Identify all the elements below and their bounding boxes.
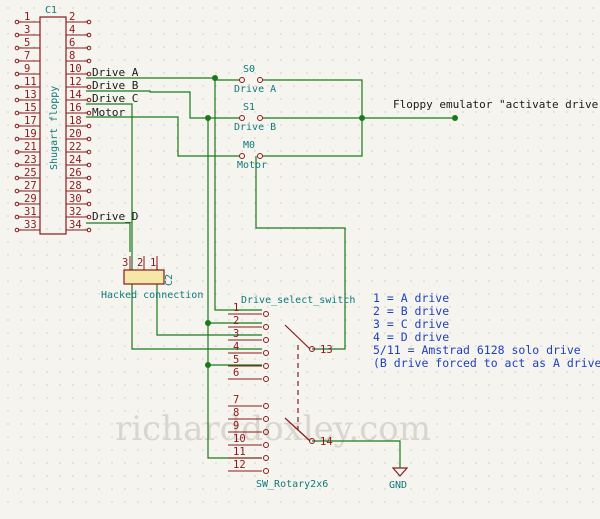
net-drive-c: Drive_C [92, 92, 138, 105]
hacked-value: Hacked connection [101, 290, 203, 301]
switch-position: 5 [233, 354, 239, 366]
hacked-pin-1: 1 [150, 257, 156, 269]
switch-common-b: 14 [320, 436, 333, 448]
connector-pin-right: 16 [69, 102, 82, 114]
jumper-s1-value: Drive B [234, 122, 276, 133]
note-line-1: 1 = A drive [373, 291, 449, 305]
connector-pin-left: 15 [24, 102, 37, 114]
connector-pin-left: 11 [24, 76, 37, 88]
note-line-2: 2 = B drive [373, 304, 449, 318]
net-drive-b: Drive_B [92, 79, 139, 92]
connector-pin-right: 18 [69, 115, 82, 127]
connector-pin-left: 17 [24, 115, 37, 127]
connector-pin-right: 34 [69, 219, 82, 231]
connector-pin-right: 24 [69, 154, 82, 166]
switch-position: 9 [233, 420, 239, 432]
hacked-pin-3: 3 [122, 257, 128, 269]
rotary-switch: Drive_select_switch SW_Rotary2x6 13 14 1… [228, 295, 355, 490]
switch-common-a: 13 [320, 344, 333, 356]
connector-pin-right: 30 [69, 193, 82, 205]
jumper-s1: S1 Drive B [234, 102, 276, 133]
connector-pin-left: 21 [24, 141, 37, 153]
connector-pin-right: 2 [69, 11, 75, 23]
switch-position: 3 [233, 328, 239, 340]
connector-label: Shugart floppy [49, 86, 60, 170]
switch-position: 1 [233, 302, 239, 314]
connector-pin-right: 12 [69, 76, 82, 88]
connector-pin-left: 33 [24, 219, 37, 231]
jumper-s0: S0 Drive A [234, 64, 276, 95]
hacked-connector-c2: 3 2 1 C2 Hacked connection [101, 256, 203, 301]
connector-pin-left: 25 [24, 167, 37, 179]
emulator-label: Floppy emulator "activate drive" [393, 98, 600, 111]
jumper-s1-ref: S1 [243, 102, 255, 113]
net-drive-d: Drive_D [92, 210, 138, 223]
junctions [205, 75, 458, 368]
connector-pin-right: 28 [69, 180, 82, 192]
note-line-3: 3 = C drive [373, 317, 449, 331]
switch-position: 2 [233, 315, 239, 327]
connector-pin-left: 31 [24, 206, 37, 218]
net-drive-a: Drive_A [92, 66, 139, 79]
connector-pin-right: 22 [69, 141, 82, 153]
hacked-ref: C2 [164, 274, 175, 286]
connector-ref: C1 [45, 5, 57, 16]
connector-pin-left: 9 [24, 63, 30, 75]
connector-pin-right: 20 [69, 128, 82, 140]
notes: 1 = A drive 2 = B drive 3 = C drive 4 = … [373, 291, 600, 370]
jumper-s0-ref: S0 [243, 64, 255, 75]
connector-pin-right: 4 [69, 24, 75, 36]
grid-dots [7, 7, 594, 503]
switch-position: 8 [233, 407, 239, 419]
gnd-symbol: GND [389, 467, 409, 491]
note-line-6: (B drive forced to act as A drive) [373, 356, 600, 370]
connector-pin-right: 10 [69, 63, 82, 75]
note-line-5: 5/11 = Amstrad 6128 solo drive [373, 343, 581, 357]
jumper-m0-value: Motor [237, 160, 267, 171]
connector-pin-left: 3 [24, 24, 30, 36]
connector-pin-left: 7 [24, 50, 30, 62]
hacked-pin-2: 2 [137, 257, 143, 269]
connector-pin-right: 32 [69, 206, 82, 218]
connector-pin-right: 26 [69, 167, 82, 179]
jumper-m0-ref: M0 [243, 140, 255, 151]
net-motor: Motor [92, 106, 125, 119]
connector-pin-right: 6 [69, 37, 75, 49]
watermark: richarddoxley.com [115, 409, 431, 449]
switch-value: SW_Rotary2x6 [256, 479, 328, 490]
connector-c1: C1 Shugart floppy 1357911131517192123252… [14, 5, 92, 235]
connector-pin-left: 27 [24, 180, 37, 192]
connector-pin-left: 23 [24, 154, 37, 166]
switch-position: 11 [233, 446, 246, 458]
switch-position: 10 [233, 433, 246, 445]
switch-position: 7 [233, 394, 239, 406]
gnd-label: GND [389, 480, 407, 491]
connector-pin-left: 29 [24, 193, 37, 205]
connector-pin-left: 1 [24, 11, 30, 23]
switch-position: 12 [233, 459, 246, 471]
jumper-s0-value: Drive A [234, 84, 276, 95]
connector-pin-right: 8 [69, 50, 75, 62]
connector-pin-left: 13 [24, 89, 37, 101]
connector-pin-left: 19 [24, 128, 37, 140]
connector-pin-right: 14 [69, 89, 82, 101]
note-line-4: 4 = D drive [373, 330, 449, 344]
hacked-connector-body [123, 269, 165, 285]
connector-pin-left: 5 [24, 37, 30, 49]
switch-position: 4 [233, 341, 239, 353]
switch-ref: Drive_select_switch [241, 295, 355, 306]
switch-position: 6 [233, 367, 239, 379]
jumper-m0: M0 Motor [237, 140, 267, 171]
